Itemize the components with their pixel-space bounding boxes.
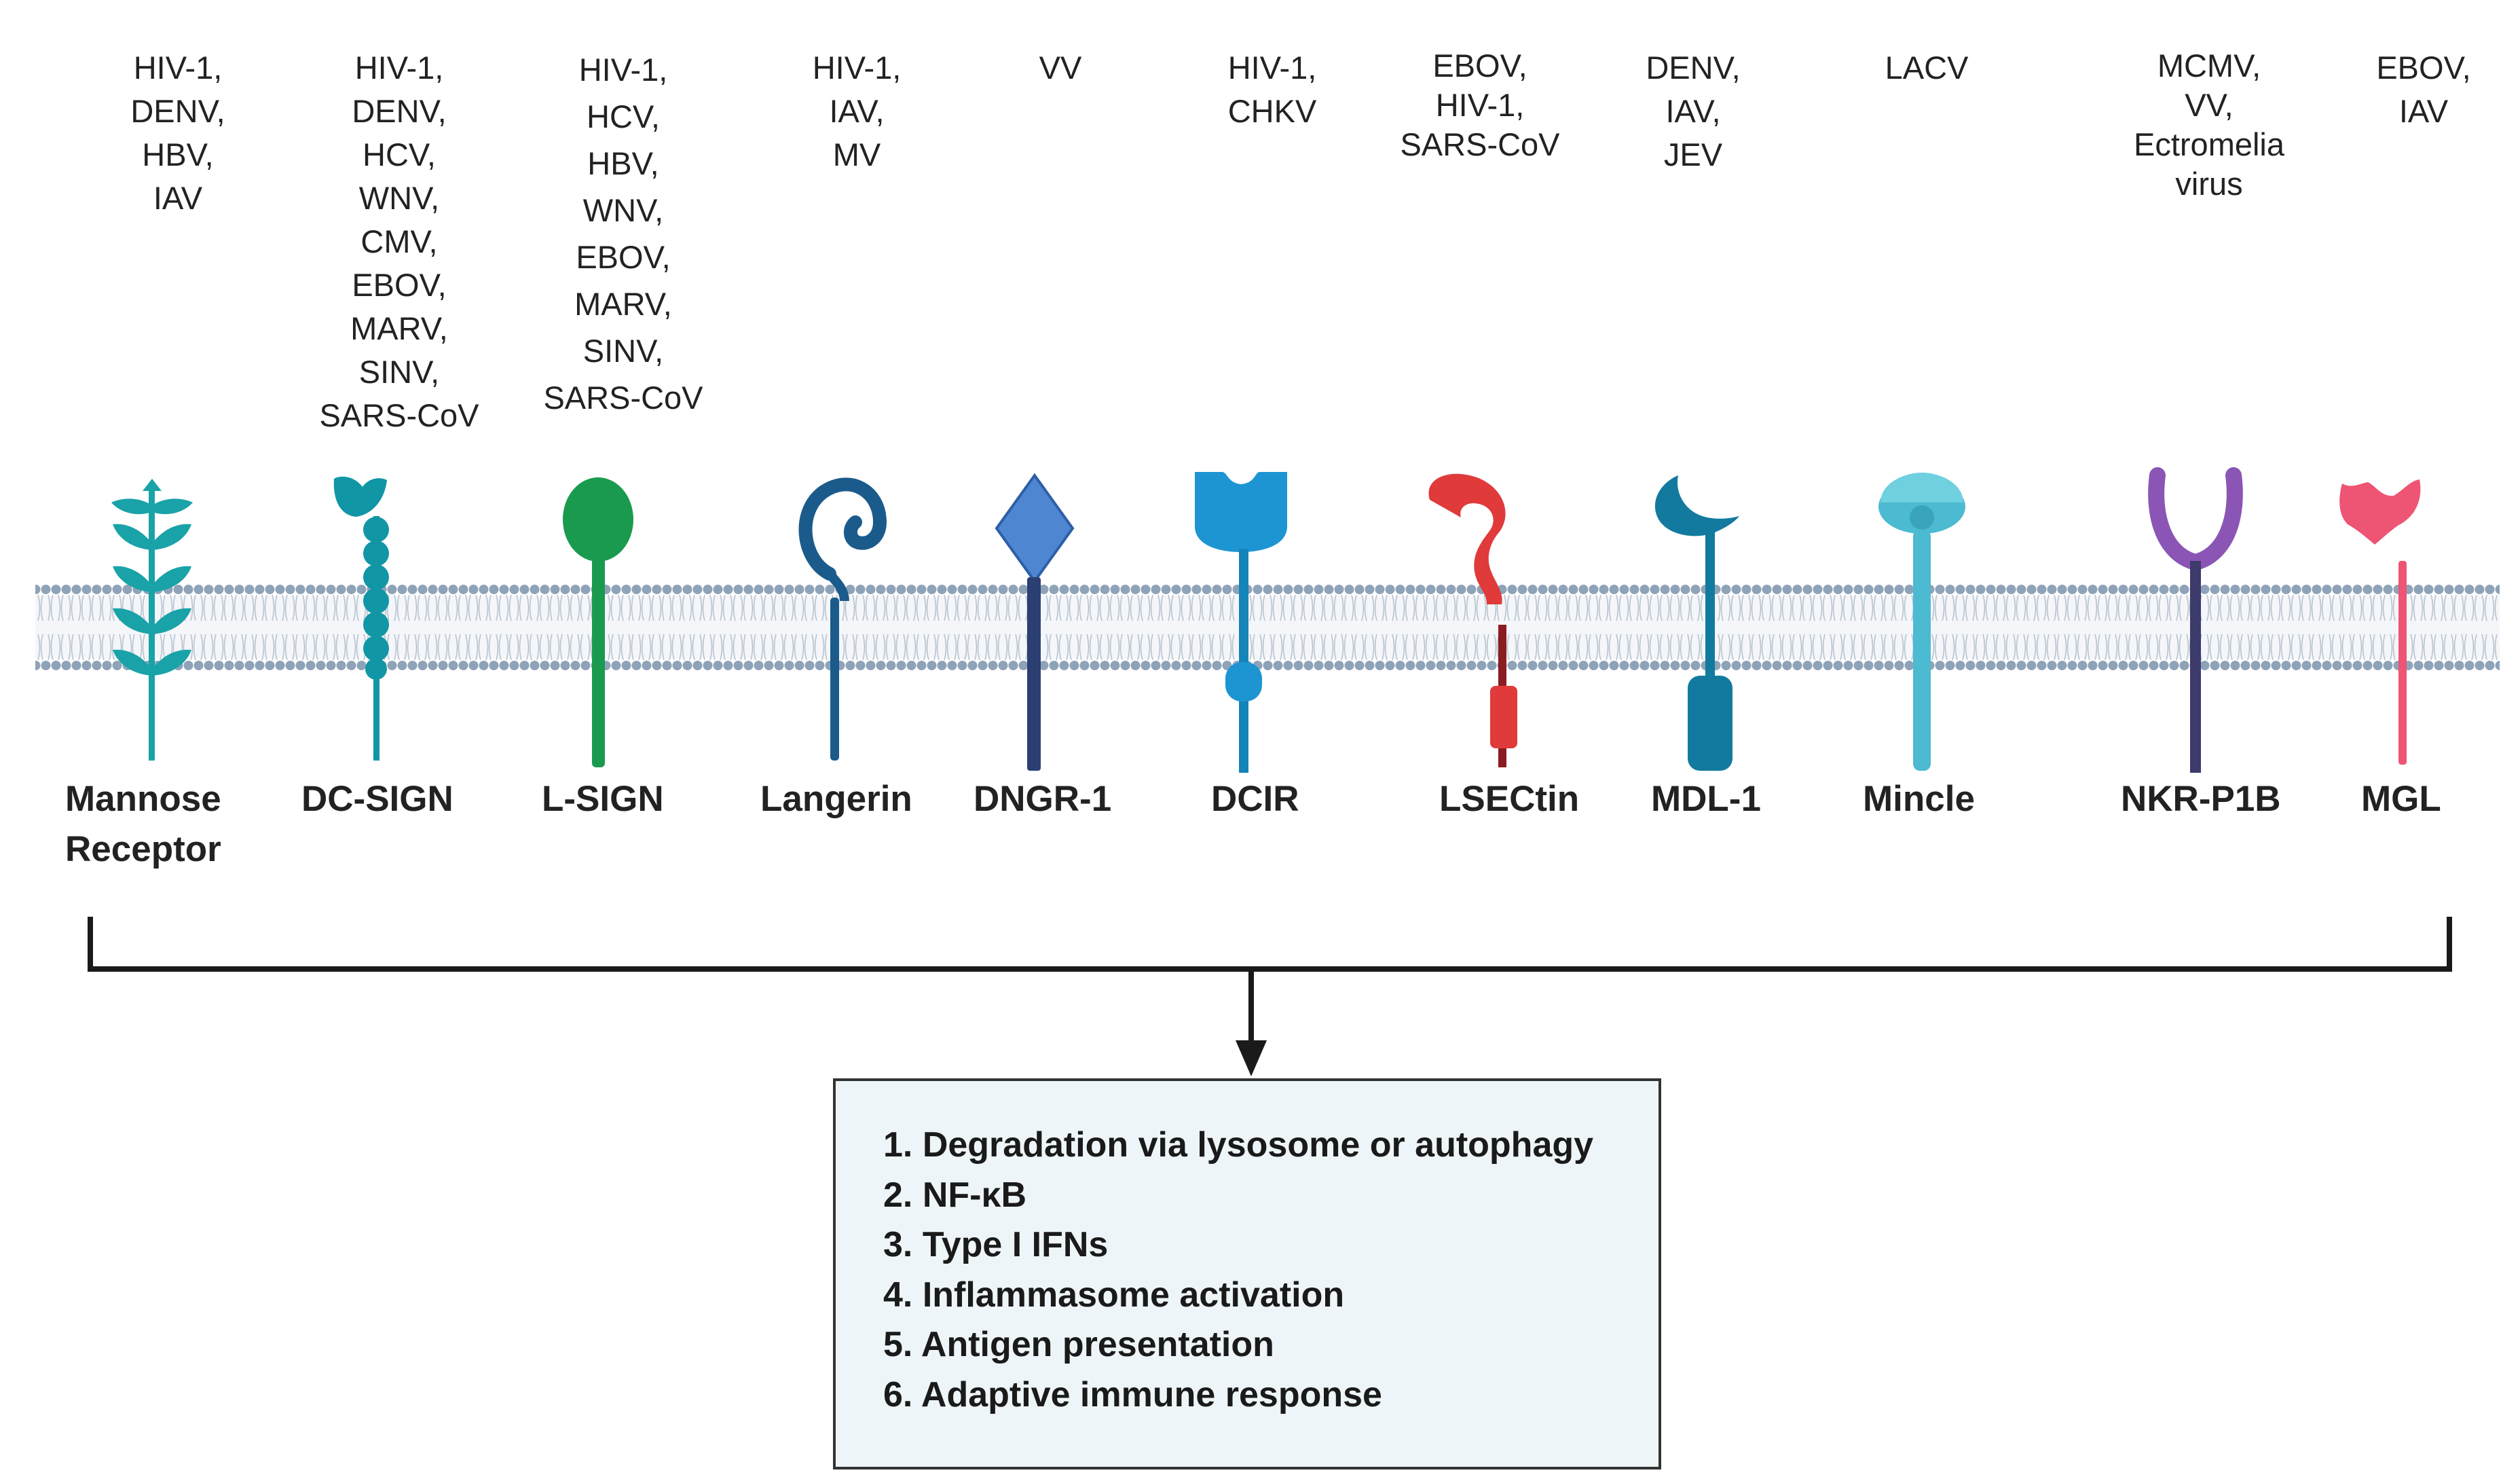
outcome-item: 1. Degradation via lysosome or autophagy bbox=[883, 1125, 1594, 1165]
l-sign-label: L-SIGN bbox=[542, 779, 664, 819]
nkr-p1b-virus-list: MCMV, VV, Ectromelia virus bbox=[2133, 48, 2285, 202]
dc-sign-label: DC-SIGN bbox=[301, 779, 453, 819]
downstream-outcomes-box: 1. Degradation via lysosome or autophagy… bbox=[833, 1078, 1661, 1469]
dngr-1-icon bbox=[995, 473, 1075, 771]
langerin-virus-list: HIV-1, IAV, MV bbox=[812, 50, 902, 172]
dcir-icon bbox=[1195, 472, 1287, 773]
arrow-head bbox=[1236, 1040, 1267, 1076]
langerin-label: Langerin bbox=[760, 779, 912, 819]
outcome-item: 6. Adaptive immune response bbox=[883, 1374, 1382, 1414]
mannose-receptor-label: Mannose Receptor bbox=[65, 779, 221, 869]
mincle-label: Mincle bbox=[1863, 779, 1975, 819]
langerin-icon bbox=[798, 477, 887, 761]
outcome-item: 5. Antigen presentation bbox=[883, 1325, 1274, 1364]
receptor-shapes bbox=[111, 467, 2421, 773]
l-sign-icon bbox=[563, 477, 633, 767]
mannose-receptor-icon bbox=[111, 479, 193, 761]
outcome-item: 4. Inflammasome activation bbox=[883, 1275, 1345, 1315]
nkr-p1b-label: NKR-P1B bbox=[2121, 779, 2281, 819]
outcome-list: 1. Degradation via lysosome or autophagy… bbox=[836, 1081, 1659, 1420]
lsectin-label: LSECtin bbox=[1439, 779, 1580, 819]
dngr-1-virus-list: VV bbox=[1039, 50, 1082, 86]
mdl-1-icon bbox=[1654, 475, 1739, 771]
grouping-bracket bbox=[88, 917, 2452, 1047]
dc-sign-virus-list: HIV-1, DENV, HCV, WNV, CMV, EBOV, MARV, … bbox=[319, 50, 479, 433]
mdl-1-label: MDL-1 bbox=[1651, 779, 1761, 819]
nkr-p1b-icon bbox=[2148, 467, 2243, 773]
outcome-item: 2. NF-κB bbox=[883, 1175, 1026, 1215]
mgl-icon bbox=[2339, 479, 2421, 765]
mgl-virus-list: EBOV, IAV bbox=[2376, 50, 2471, 129]
mgl-label: MGL bbox=[2361, 779, 2441, 819]
mincle-virus-list: LACV bbox=[1885, 50, 1969, 86]
dcir-virus-list: HIV-1, CHKV bbox=[1227, 50, 1317, 129]
lsectin-virus-list: EBOV, HIV-1, SARS-CoV bbox=[1400, 48, 1560, 162]
mannose-receptor-virus-list: HIV-1, DENV, HBV, IAV bbox=[130, 50, 225, 216]
lsectin-icon bbox=[1428, 473, 1517, 767]
mdl-1-virus-list: DENV, IAV, JEV bbox=[1646, 50, 1741, 172]
outcome-item: 3. Type I IFNs bbox=[883, 1225, 1109, 1264]
dc-sign-icon bbox=[333, 476, 389, 761]
l-sign-virus-list: HIV-1, HCV, HBV, WNV, EBOV, MARV, SINV, … bbox=[543, 52, 703, 416]
lipid-heads bbox=[35, 583, 2500, 671]
mincle-icon bbox=[1878, 473, 1965, 771]
dcir-label: DCIR bbox=[1211, 779, 1299, 819]
dngr-1-label: DNGR-1 bbox=[974, 779, 1112, 819]
